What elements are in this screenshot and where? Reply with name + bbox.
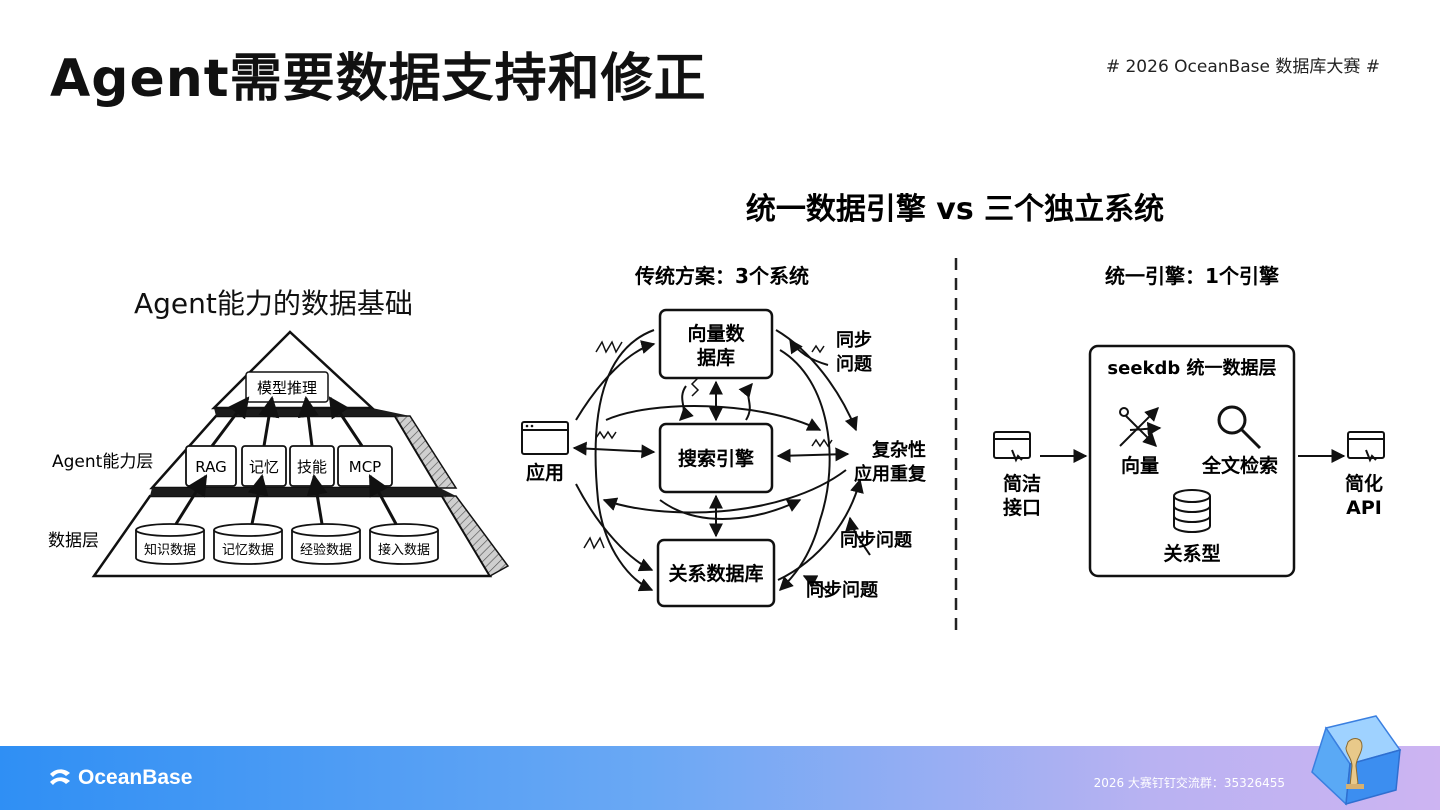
data-item-access: 接入数据 [378,542,430,558]
search-engine-label: 搜索引擎 [678,447,754,470]
relational-db-label: 关系数据库 [668,562,763,585]
comparison-title: 统一数据引擎 vs 三个独立系统 [746,192,1164,227]
layer-agent-label: Agent能力层 [52,452,153,472]
diagram-canvas: 模型推理 RAG 记忆 技能 MCP 知识数据 记忆数据 经验数据 接入数据 [48,192,1385,636]
oceanbase-brand: OceanBase [78,766,193,789]
annotation-complexity-2: 应用重复 [854,463,927,485]
pyramid-title: Agent能力的数据基础 [134,287,413,320]
right-heading: 统一引擎：1个引擎 [1105,264,1279,288]
simple-api-icon [1347,431,1385,463]
database-icon [1173,489,1211,533]
footer-bar [0,746,1440,810]
pyramid-diagram: 模型推理 RAG 记忆 技能 MCP 知识数据 记忆数据 经验数据 接入数据 [48,330,510,578]
simple-interface-label-1: 简洁 [1003,472,1041,495]
group-info: 2026 大赛钉钉交流群：35326455 [1093,776,1285,790]
data-cylinders [135,523,439,565]
oceanbase-logo: OceanBase [48,766,192,790]
magnifier-icon [1217,405,1262,450]
annotation-sync-mid: 同步问题 [840,529,913,551]
pyramid-arrows [174,395,398,525]
capability-skills: 技能 [297,458,327,476]
search-engine-box [658,422,774,494]
annotation-sync-bottom: 同步问题 [806,579,879,601]
simple-api-label-1: 简化 [1345,472,1383,495]
capability-mcp: MCP [349,458,381,476]
unified-box [1088,344,1296,578]
vector-db-label-2: 据库 [697,346,735,369]
simple-interface-label-2: 接口 [1003,497,1041,519]
capability-memory: 记忆 [249,458,279,476]
oceanbase-logo-icon [50,769,70,785]
unified-box-title: seekdb 统一数据层 [1107,357,1276,379]
feature-vector: 向量 [1121,454,1159,477]
trophy-cube-icon [1311,715,1402,806]
pyramid-top-label: 模型推理 [257,379,317,397]
annotation-sync-top-1: 同步 [836,329,872,351]
data-item-experience: 经验数据 [300,542,352,558]
app-label: 应用 [526,461,564,484]
simple-interface-icon [993,431,1031,463]
event-tag: # 2026 OceanBase 数据库大赛 # [1105,57,1380,77]
feature-fulltext: 全文检索 [1201,454,1278,477]
data-item-knowledge: 知识数据 [144,542,196,558]
annotation-sync-top-2: 问题 [836,354,873,375]
comparison-diagram: 统一数据引擎 vs 三个独立系统 传统方案：3个系统 应用 向量数 据库 搜索引… [521,192,1385,636]
vector-db-label-1: 向量数 [687,322,745,345]
vector-icon [1119,407,1162,447]
simple-api-label-2: API [1346,497,1382,519]
app-window-icon [521,421,569,455]
layer-data-label: 数据层 [48,531,99,551]
feature-relational: 关系型 [1163,542,1220,565]
page-title: Agent需要数据支持和修正 [50,49,707,109]
data-item-memory: 记忆数据 [222,542,274,558]
relational-db-box [656,538,776,608]
vector-db-box [658,308,774,380]
squiggles [583,340,833,550]
left-arrows [572,329,871,596]
left-heading: 传统方案：3个系统 [634,264,809,288]
annotation-complexity-1: 复杂性 [871,439,926,461]
capability-rag: RAG [195,458,226,476]
